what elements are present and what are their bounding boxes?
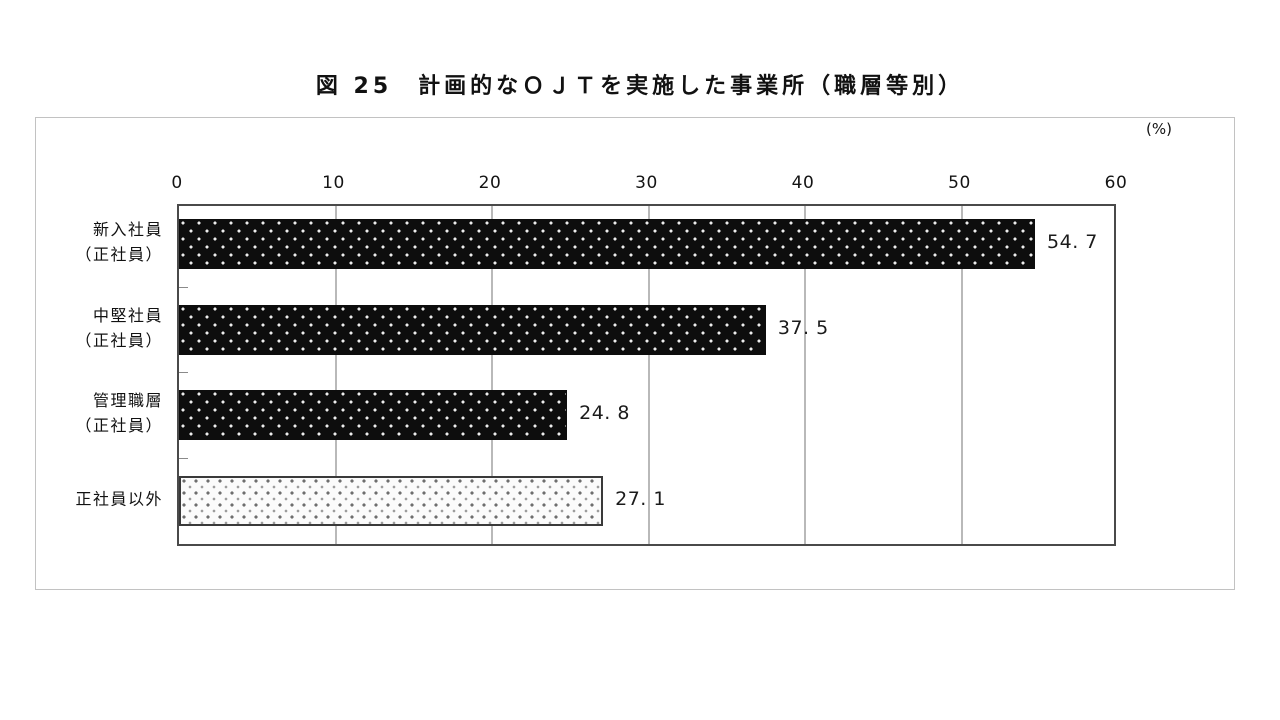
bar [179,475,604,526]
x-tick-label: 40 [791,173,815,193]
gridline [960,206,963,544]
gridline [647,206,650,544]
gridline [334,206,337,544]
axis-tick [179,286,188,288]
category-label: 中堅社員 （正社員） [75,305,163,350]
x-tick-label: 0 [171,173,183,193]
bar [179,219,1036,269]
x-tick-label: 10 [322,173,345,193]
plot-wrapper: 0 10 20 30 40 50 60 (%) 新入社員 （正社員） 中堅社員 （正社員） 管理… [36,118,1236,591]
category-label: 管理職層 （正社員） [75,391,163,435]
x-tick-label: 50 [948,173,971,193]
bar [179,304,766,355]
bar-value-label: 54. 7 [1047,231,1098,253]
axis-tick [179,372,188,374]
bar-value-label: 27. 1 [615,487,666,510]
gridline [491,206,493,544]
x-axis-unit-label: (%) [1146,120,1172,138]
page-title: 図 25 計画的なＯＪＴを実施した事業所（職層等別） [315,74,965,99]
figure-frame: 0 10 20 30 40 50 60 (%) 新入社員 （正社員） 中堅社員 （正社員） 管理… [35,117,1235,590]
bar [179,390,568,440]
x-tick-label: 20 [478,173,502,193]
x-axis-tick-labels: 0 10 20 30 40 50 60 [36,173,1236,197]
category-label: 新入社員 （正社員） [75,220,163,264]
gridline [804,206,806,544]
axis-tick [179,457,188,459]
bar-value-label: 37. 5 [777,316,829,339]
plot-area [177,204,1116,546]
category-label: 正社員以外 [75,489,163,508]
bar-value-label: 24. 8 [579,402,630,424]
x-tick-label: 60 [1104,173,1128,193]
x-tick-label: 30 [635,173,658,193]
